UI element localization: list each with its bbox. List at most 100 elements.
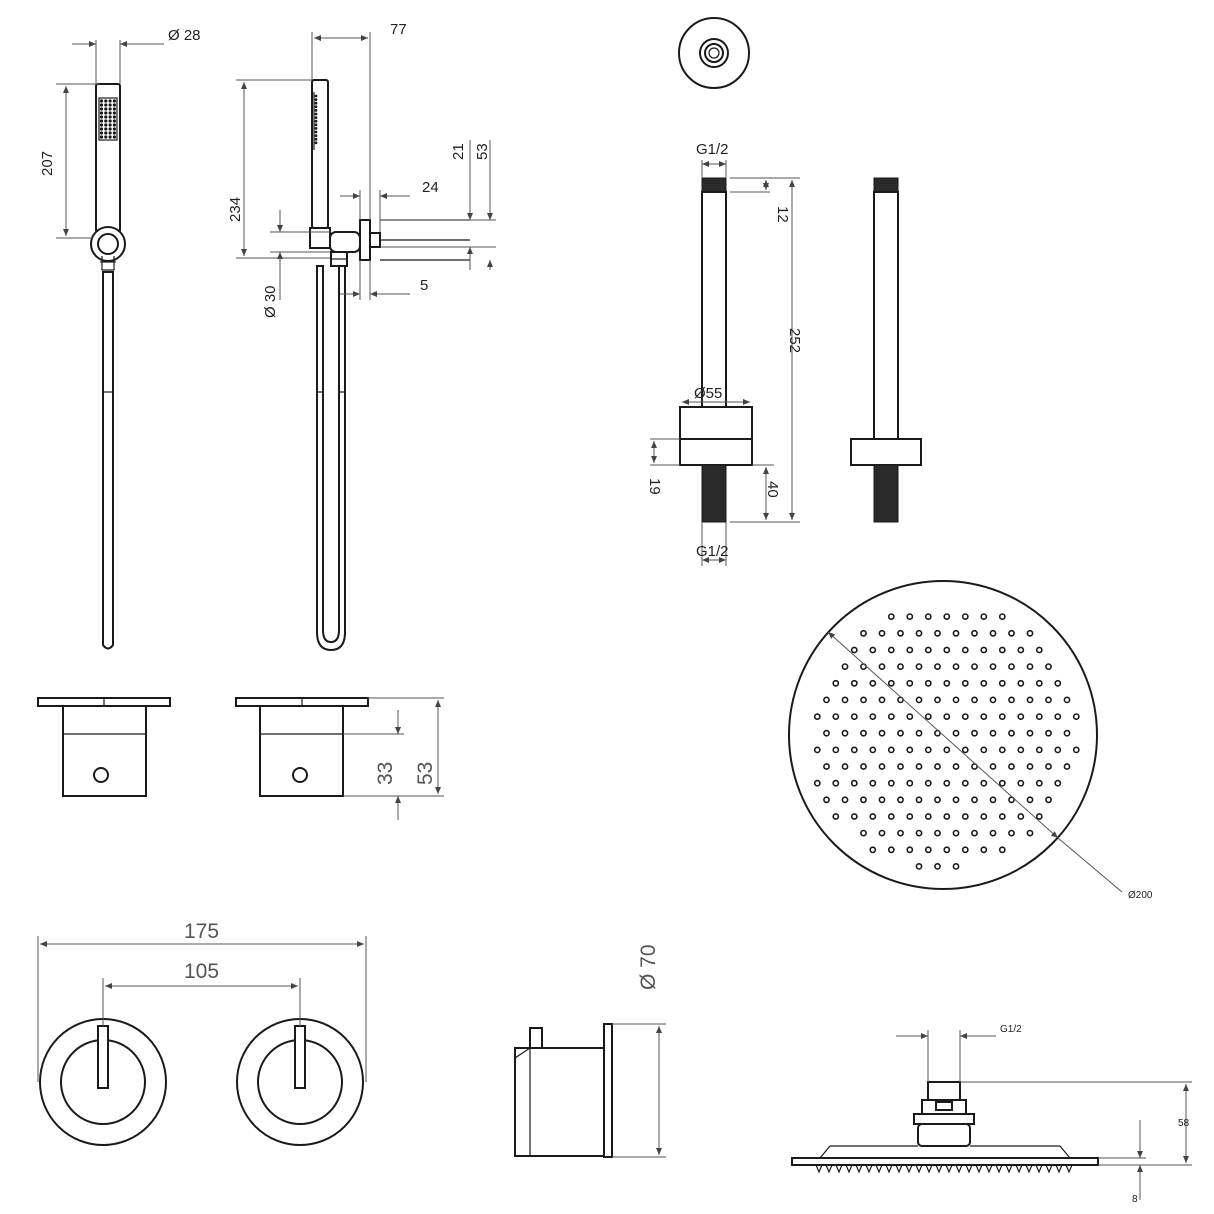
head-nozzle xyxy=(906,746,914,754)
ceiling-flange-top-view xyxy=(678,17,750,89)
head-nozzle xyxy=(841,763,849,770)
valve-centers-label: 105 xyxy=(184,960,219,983)
head-side-nozzle xyxy=(1045,1164,1053,1174)
head-nozzle xyxy=(850,679,858,687)
head-nozzle xyxy=(980,646,988,654)
head-nozzle xyxy=(897,763,904,770)
handshower-front-view: Ø 28 207 xyxy=(39,27,201,650)
spray-nozzle xyxy=(104,135,108,139)
head-hub xyxy=(917,1123,971,1147)
head-nozzle xyxy=(998,613,1006,620)
head-nozzle xyxy=(1063,729,1071,737)
head-side-nozzle xyxy=(815,1164,823,1174)
side-nozzle xyxy=(314,116,318,119)
valve-lever-left[interactable] xyxy=(97,1025,109,1089)
spray-nozzle xyxy=(104,127,108,131)
spray-nozzle xyxy=(104,107,108,111)
side-nozzle xyxy=(314,109,318,112)
valve-profile-view: Ø 70 xyxy=(514,944,666,1158)
valve-profile-plate xyxy=(603,1023,613,1158)
head-nozzle xyxy=(823,696,830,704)
head-nozzle xyxy=(998,846,1006,854)
side-nozzle xyxy=(314,94,318,98)
holder-body xyxy=(329,231,361,253)
wall-holder-core xyxy=(97,233,119,255)
spray-nozzle xyxy=(112,127,117,131)
bottom-thread xyxy=(701,464,727,523)
head-side-nozzle xyxy=(915,1164,923,1174)
head-nozzle xyxy=(887,779,895,787)
head-nozzle xyxy=(1017,813,1025,820)
head-nozzle xyxy=(971,829,978,837)
head-side-nozzle xyxy=(865,1164,873,1174)
spray-nozzle xyxy=(112,123,117,127)
head-nozzle xyxy=(887,746,895,754)
handshower-diameter-label: Ø 28 xyxy=(168,27,201,44)
head-nozzle xyxy=(850,646,858,654)
head-side-nozzle xyxy=(875,1164,883,1174)
head-nozzle xyxy=(943,846,951,854)
head-nozzle xyxy=(878,696,886,704)
head-nozzle xyxy=(1017,713,1025,720)
spray-nozzle xyxy=(108,127,112,131)
head-side-nozzle xyxy=(855,1164,863,1174)
spray-nozzle xyxy=(112,119,117,123)
head-nozzle xyxy=(924,846,932,854)
head-nozzle xyxy=(1026,796,1034,804)
head-side-nozzle xyxy=(975,1164,983,1174)
head-nozzle xyxy=(952,796,960,804)
head-nozzle xyxy=(906,679,914,687)
spray-nozzle xyxy=(108,111,112,115)
head-nozzle xyxy=(878,829,886,837)
head-thread-label: G1/2 xyxy=(1000,1024,1022,1035)
head-nozzle xyxy=(1035,746,1043,754)
head-nozzle xyxy=(1017,779,1025,787)
hose-loop xyxy=(316,265,346,652)
head-nozzle xyxy=(924,779,932,787)
valve-width-label: 175 xyxy=(184,920,219,943)
head-side-nozzle xyxy=(925,1164,933,1174)
bottom-thread-label: G1/2 xyxy=(696,543,729,560)
head-nozzle xyxy=(924,746,932,754)
head-nozzle xyxy=(952,729,960,737)
dim-58-label: 58 xyxy=(1178,1118,1190,1129)
head-nozzle xyxy=(823,796,830,804)
head-nozzle xyxy=(897,629,904,637)
head-nozzle xyxy=(1045,763,1052,770)
alt-bottom-thread xyxy=(873,464,899,523)
spray-nozzle xyxy=(104,99,108,103)
side-nozzle xyxy=(314,130,318,134)
head-nozzle xyxy=(823,763,830,770)
side-height-label: 234 xyxy=(227,197,244,222)
arm-flange xyxy=(679,438,753,466)
head-nozzle xyxy=(989,629,997,637)
head-nozzle xyxy=(971,796,978,804)
head-nozzle xyxy=(1035,646,1043,654)
head-nozzle xyxy=(1026,663,1034,670)
head-nozzle xyxy=(860,829,867,837)
side-nozzle xyxy=(314,134,318,138)
head-nozzle xyxy=(980,846,988,854)
head-nozzle xyxy=(989,729,997,737)
spray-nozzle xyxy=(99,103,104,107)
dim-19-label: 19 xyxy=(646,478,663,495)
head-nozzle xyxy=(841,663,849,670)
head-nozzle xyxy=(841,729,849,737)
head-nozzle xyxy=(998,779,1006,787)
ceiling-arm-view: G1/2 12 252 Ø55 19 40 G1/2 xyxy=(646,141,803,566)
dim-53-label: 53 xyxy=(474,143,491,160)
valve-lever-right[interactable] xyxy=(294,1025,306,1089)
spray-nozzle xyxy=(112,115,117,119)
head-nozzle xyxy=(1045,796,1052,804)
head-nozzle xyxy=(869,779,877,787)
head-nozzle xyxy=(915,829,923,837)
head-nozzle xyxy=(1035,713,1043,720)
head-nozzle xyxy=(1026,729,1034,737)
head-nozzle xyxy=(1008,696,1015,704)
valve-screw-left xyxy=(93,767,109,783)
head-nozzle xyxy=(934,863,941,870)
head-nozzle xyxy=(869,713,877,720)
arm-tube xyxy=(701,191,727,408)
